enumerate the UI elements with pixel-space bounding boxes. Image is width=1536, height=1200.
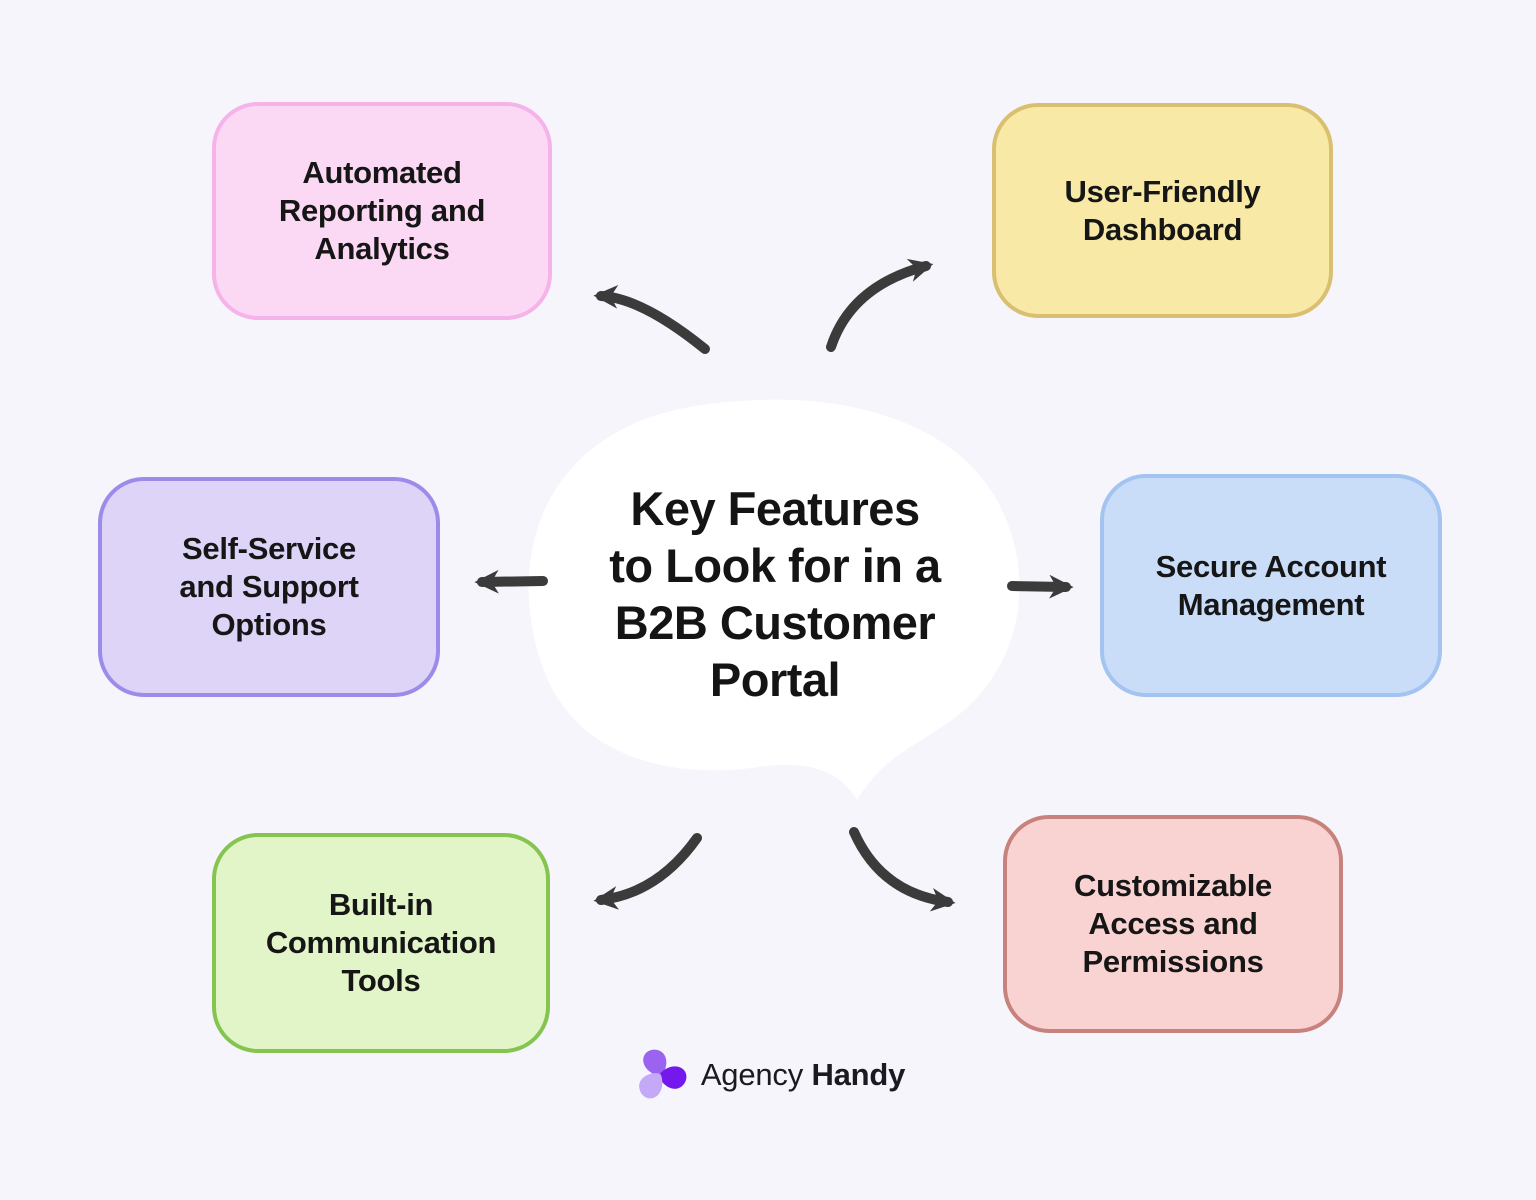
feature-box-customizable-access: Customizable Access and Permissions: [1003, 815, 1343, 1033]
center-blob-shape: [528, 399, 1020, 800]
brand-name: Agency Handy: [700, 1057, 906, 1093]
arrow-to-customizable-access-icon: [849, 827, 956, 912]
feature-label: Self-Service and Support Options: [179, 531, 359, 642]
feature-label: User-Friendly Dashboard: [1064, 173, 1261, 247]
feature-label: Built-in Communication Tools: [265, 887, 497, 998]
arrow-to-built-in-communication-icon: [593, 833, 702, 910]
brand-name-first: Agency: [700, 1057, 804, 1092]
brand-logo: Agency Handy: [0, 1046, 1536, 1104]
feature-box-user-friendly-dashboard: User-Friendly Dashboard: [992, 103, 1333, 318]
agency-handy-logo-icon: [638, 1049, 687, 1099]
feature-label: Secure Account Management: [1155, 548, 1387, 622]
brand-name-second: Handy: [811, 1057, 906, 1092]
feature-label: Automated Reporting and Analytics: [278, 155, 486, 266]
arrow-to-secure-account-icon: [1007, 574, 1074, 599]
arrow-to-user-friendly-dashboard-icon: [826, 258, 934, 352]
feature-box-built-in-communication: Built-in Communication Tools: [212, 833, 550, 1053]
feature-box-automated-reporting: Automated Reporting and Analytics: [212, 102, 552, 320]
feature-label: Customizable Access and Permissions: [1074, 868, 1272, 979]
feature-box-secure-account: Secure Account Management: [1100, 474, 1442, 697]
diagram-title: Key Features to Look for in a B2B Custom…: [609, 482, 941, 706]
arrow-to-automated-reporting-icon: [593, 284, 710, 354]
feature-box-self-service-support: Self-Service and Support Options: [98, 477, 440, 697]
arrow-to-self-service-icon: [474, 569, 548, 594]
